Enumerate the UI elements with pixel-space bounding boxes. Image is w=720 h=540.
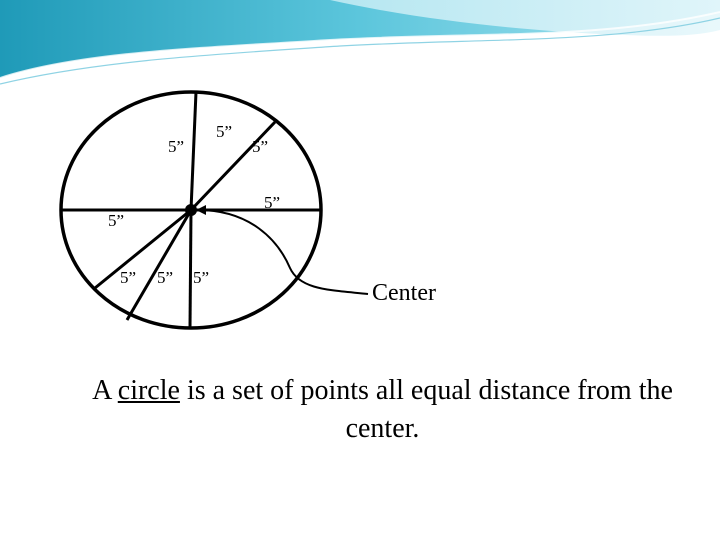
circle-diagram: 5” 5” 5” 5” 5” 5” 5” 5” Center [59, 90, 436, 330]
radius-line-lower-middle [125, 209, 193, 321]
radius-line-lower-left [94, 208, 192, 290]
radius-line-upper-right [189, 120, 277, 212]
center-point [185, 204, 197, 216]
caption-prefix: A [92, 375, 118, 406]
radius-line-down [188, 209, 193, 329]
caption-term: circle [117, 375, 180, 406]
radius-label: 5” [252, 137, 268, 156]
radius-label: 5” [264, 193, 280, 212]
radius-label: 5” [216, 122, 232, 141]
header-wave-decoration [0, 0, 720, 85]
radius-label: 5” [120, 268, 136, 287]
center-label: Center [372, 280, 436, 306]
radius-label: 5” [108, 211, 124, 230]
radius-label: 5” [168, 137, 184, 156]
radius-line-up [189, 91, 198, 211]
radius-label: 5” [157, 268, 173, 287]
center-pointer-arrow [196, 205, 369, 295]
definition-caption: A circle is a set of points all equal di… [90, 372, 675, 448]
radius-label: 5” [193, 268, 209, 287]
caption-suffix: is a set of points all equal distance fr… [179, 375, 673, 444]
